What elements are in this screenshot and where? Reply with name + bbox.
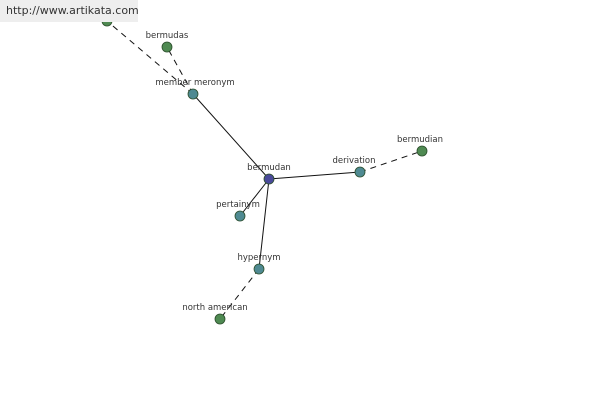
node-label-bermudian: bermudian	[397, 135, 443, 145]
edge-bermudan-member-meronym	[192, 93, 270, 180]
edge-bermudan-hypernym	[258, 178, 270, 270]
edge-member-meronym-offscreen-leaf	[106, 20, 194, 95]
node-dot-bermudian[interactable]	[416, 145, 428, 157]
node-dot-bermudas[interactable]	[161, 41, 173, 53]
node-dot-north-american[interactable]	[214, 313, 226, 325]
node-label-pertainym: pertainym	[216, 200, 260, 210]
nodes-layer: bermudan member meronym derivation pertainy…	[101, 15, 443, 325]
node-bermudian[interactable]: bermudian	[397, 135, 443, 157]
node-label-north-american: north american	[182, 303, 247, 313]
node-bermudas[interactable]: bermudas	[146, 31, 189, 53]
node-pertainym[interactable]: pertainym	[216, 200, 260, 222]
node-bermudan[interactable]: bermudan	[247, 163, 291, 185]
edge-bermudan-pertainym	[239, 178, 270, 217]
node-dot-member-meronym[interactable]	[187, 88, 199, 100]
node-dot-derivation[interactable]	[354, 166, 366, 178]
node-dot-bermudan[interactable]	[263, 173, 275, 185]
node-member-meronym[interactable]: member meronym	[155, 78, 235, 100]
node-label-member-meronym: member meronym	[155, 78, 234, 88]
node-north-american[interactable]: north american	[182, 303, 248, 325]
node-label-bermudas: bermudas	[146, 31, 189, 41]
node-label-derivation: derivation	[332, 156, 375, 166]
node-hypernym[interactable]: hypernym	[237, 253, 281, 275]
node-label-bermudan: bermudan	[247, 163, 291, 173]
edge-member-meronym-bermudas	[166, 46, 194, 95]
edges-layer	[106, 20, 423, 320]
site-watermark[interactable]: http://www.artikata.com	[0, 0, 139, 22]
node-derivation[interactable]: derivation	[332, 156, 376, 178]
node-label-hypernym: hypernym	[237, 253, 280, 263]
node-dot-hypernym[interactable]	[253, 263, 265, 275]
node-dot-pertainym[interactable]	[234, 210, 246, 222]
edge-bermudan-derivation	[268, 171, 361, 180]
